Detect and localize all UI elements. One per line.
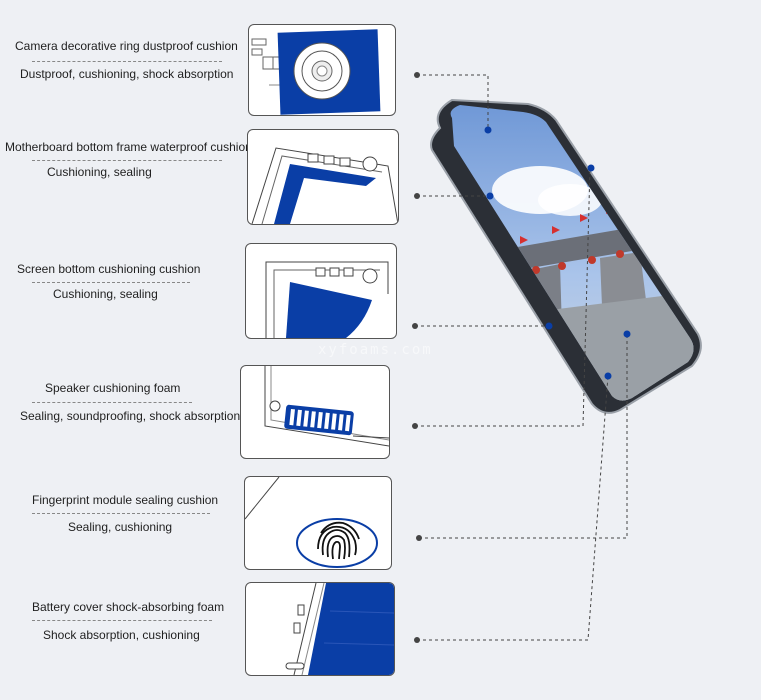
part-subtitle: Shock absorption, cushioning (43, 628, 200, 642)
battery-foam-icon (285, 583, 394, 675)
fingerprint-icon (245, 477, 378, 568)
frame-cushion-thumbnail (247, 129, 399, 225)
frame-cushion-icon (251, 147, 398, 224)
part-title: Screen bottom cushioning cushion (17, 262, 201, 276)
phone-markers (484, 126, 631, 380)
part-subtitle: Cushioning, sealing (47, 165, 152, 179)
camera-ring-thumbnail (248, 24, 396, 116)
leader-lines (415, 74, 628, 641)
divider (32, 402, 192, 403)
phone-body (430, 98, 702, 414)
leader-endpoints (412, 72, 422, 643)
speaker-foam-thumbnail (240, 365, 390, 459)
part-title: Motherboard bottom frame waterproof cush… (5, 140, 252, 154)
divider (32, 160, 222, 161)
part-title: Camera decorative ring dustproof cushion (15, 39, 238, 53)
watermark: xyfoams.com (318, 342, 433, 358)
divider (32, 282, 190, 283)
fingerprint-thumbnail (244, 476, 392, 570)
camera-ring-icon (251, 29, 381, 115)
part-subtitle: Sealing, cushioning (68, 520, 173, 534)
screen-cushion-thumbnail (245, 243, 397, 339)
battery-foam-thumbnail (245, 582, 395, 676)
part-title: Battery cover shock-absorbing foam (32, 600, 225, 614)
divider (32, 61, 222, 62)
screen-cushion-icon (265, 261, 389, 338)
part-subtitle: Sealing, soundproofing, shock absorption (20, 409, 241, 423)
divider (32, 620, 212, 621)
speaker-foam-icon (264, 366, 389, 447)
part-subtitle: Dustproof, cushioning, shock absorption (20, 67, 234, 81)
divider (32, 513, 210, 514)
part-title: Speaker cushioning foam (45, 381, 181, 395)
part-subtitle: Cushioning, sealing (53, 287, 158, 301)
part-title: Fingerprint module sealing cushion (32, 493, 219, 507)
